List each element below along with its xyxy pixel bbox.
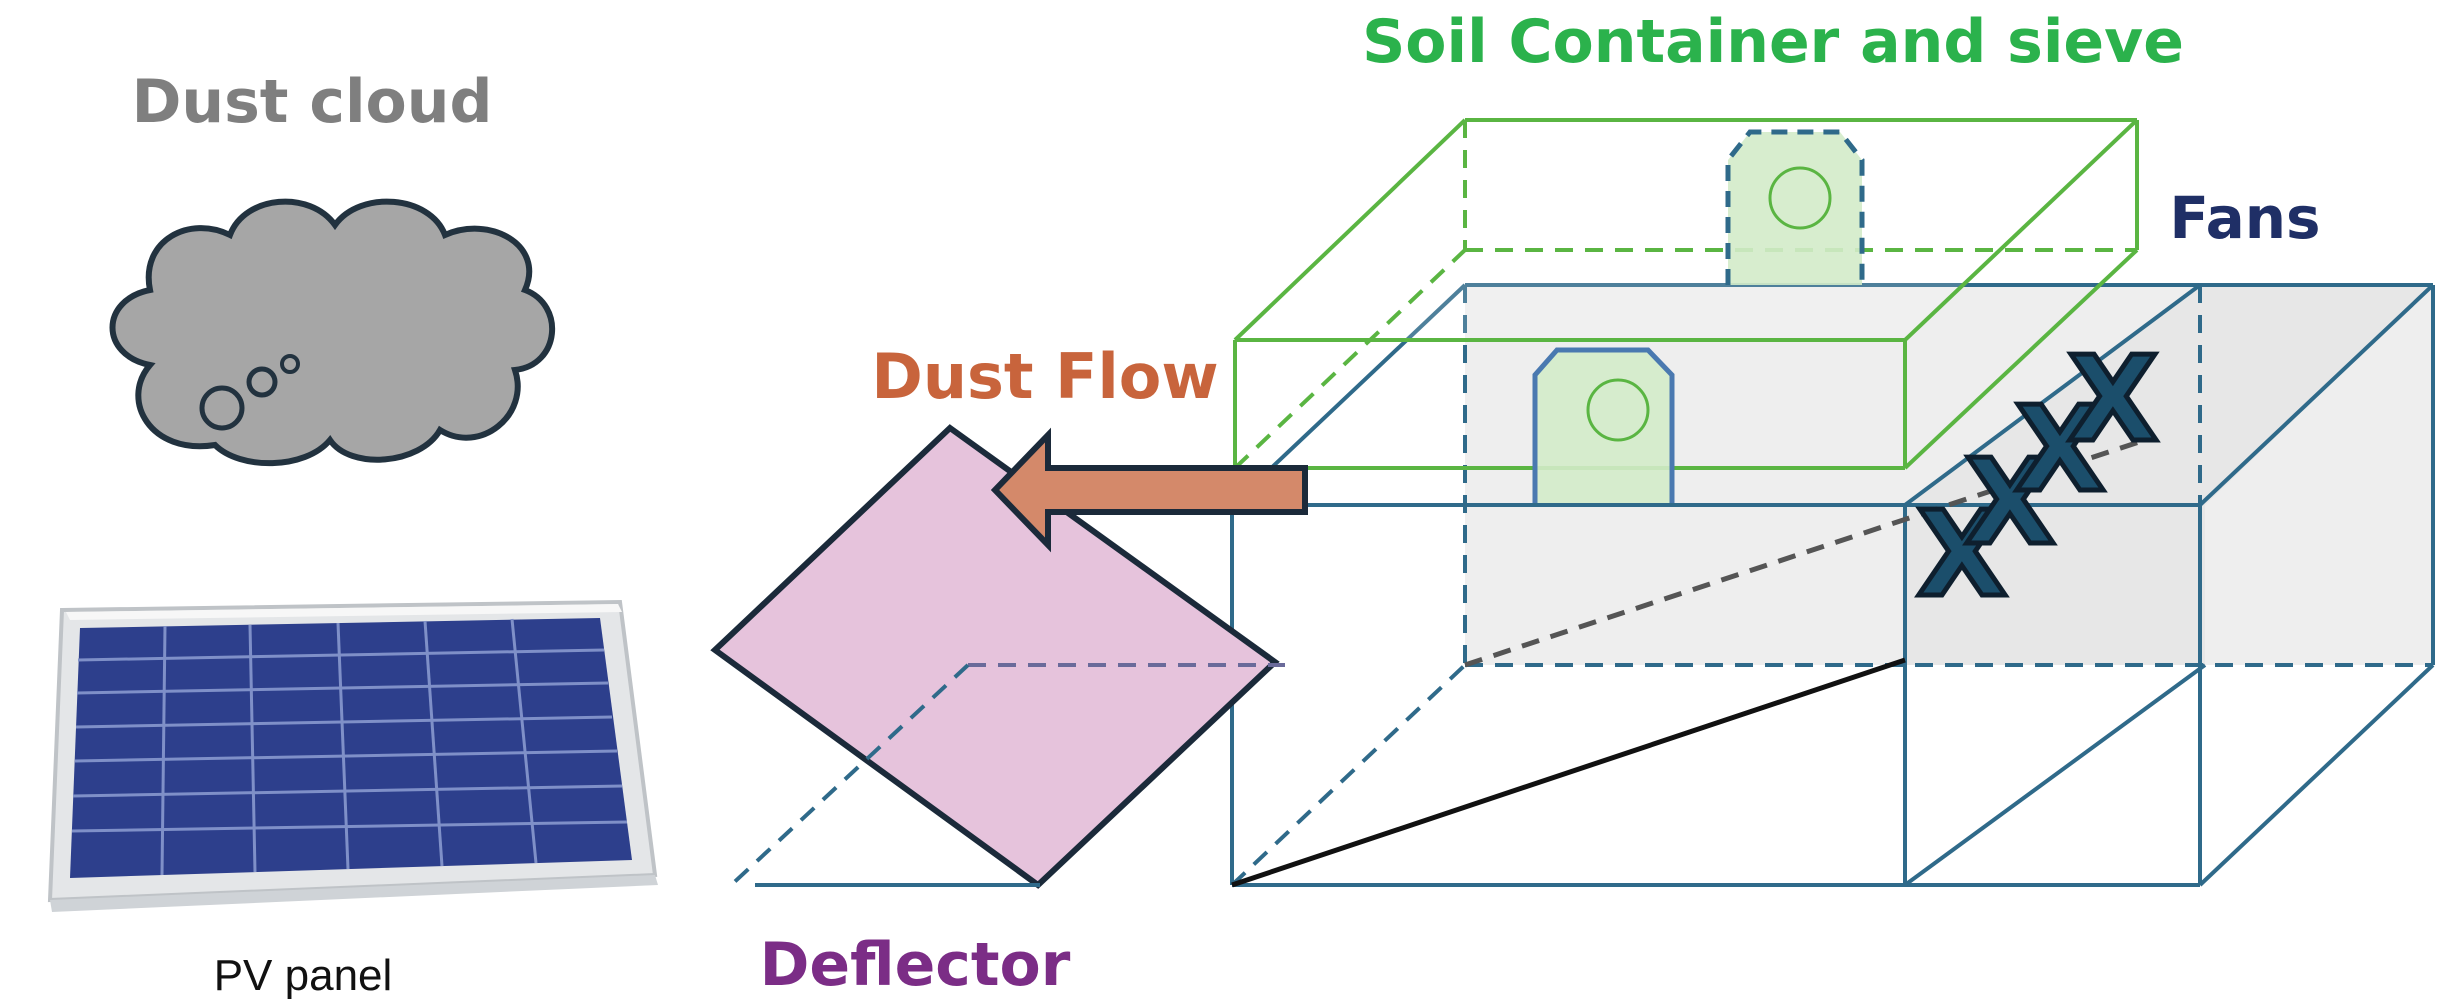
wind-tunnel-box — [1230, 283, 2435, 888]
fans-label: Fans — [2169, 184, 2320, 252]
back-fan-icon — [1725, 129, 1865, 285]
deflector-plate — [710, 424, 1285, 890]
fan-blades-icon: X X X X — [1914, 328, 2161, 626]
pv-panel-label: PV panel — [214, 951, 393, 1000]
svg-text:X: X — [1917, 485, 2008, 623]
svg-text:X: X — [1965, 433, 2056, 571]
pv-panel-icon — [47, 599, 658, 912]
front-fan-icon — [1532, 347, 1675, 503]
svg-text:X: X — [2068, 330, 2159, 468]
soil-container-label: Soil Container and sieve — [1362, 7, 2184, 77]
deflector-label: Deflector — [760, 930, 1071, 1000]
svg-text:X: X — [2015, 380, 2106, 518]
dust-flow-arrow — [990, 427, 1308, 553]
dust-flow-label: Dust Flow — [871, 340, 1218, 413]
dust-cloud-label: Dust cloud — [132, 67, 493, 137]
dust-cloud-icon — [109, 198, 556, 467]
